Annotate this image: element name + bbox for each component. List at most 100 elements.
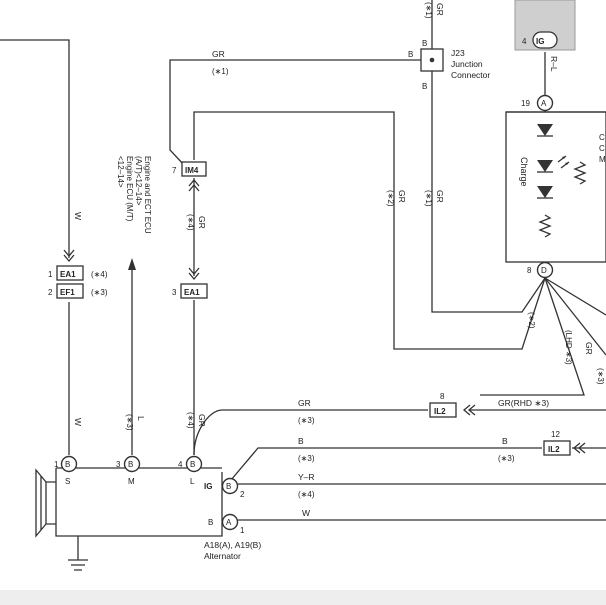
engine-ecu-line3: Engine ECU (M/T) bbox=[125, 156, 134, 222]
alt-pin-l-letter: B bbox=[190, 460, 195, 469]
label-gr-top-vertical: GR bbox=[435, 3, 445, 16]
wire-meter-d-right-1 bbox=[544, 277, 606, 316]
alt-terminal-s: S bbox=[65, 477, 70, 486]
wire-meter-d-right-3 bbox=[544, 277, 606, 356]
ig-connector: IG 4 bbox=[514, 0, 576, 51]
label-gr-s4: GR bbox=[197, 414, 207, 427]
ea1-top-chevron-icon bbox=[63, 249, 75, 263]
note-lhd: (LHD ∗3) bbox=[564, 330, 573, 365]
il2-a-pin: 8 bbox=[440, 392, 445, 401]
meter-pin-bottom-letter: D bbox=[541, 266, 547, 275]
note-s3-b: (∗3) bbox=[298, 454, 315, 463]
il2-connector-a: IL2 8 bbox=[429, 392, 476, 418]
engine-ecu-line2: (A/T)<12–14> bbox=[134, 156, 143, 206]
im4-chevron-icon bbox=[188, 178, 200, 192]
label-gr-top: GR bbox=[212, 49, 225, 59]
label-gr-s2: GR bbox=[397, 190, 407, 203]
label-gr-rhd: GR(RHD ∗3) bbox=[498, 398, 549, 408]
resistor-icon bbox=[538, 214, 552, 238]
label-b-2: B bbox=[502, 436, 508, 446]
engine-ecu-line4: <12–14> bbox=[116, 156, 125, 188]
meter-cut-label-1: C bbox=[599, 133, 605, 142]
note-s2: (∗2) bbox=[386, 190, 395, 207]
junction-connector: B B B J23 Junction Connector bbox=[408, 39, 490, 91]
wires bbox=[0, 0, 606, 571]
il2-b-code: IL2 bbox=[548, 445, 560, 454]
alt-terminal-m: M bbox=[128, 477, 135, 486]
alt-pin-ig-num: 2 bbox=[240, 490, 245, 499]
ef1-code: EF1 bbox=[60, 288, 75, 297]
wire-b-1 bbox=[230, 447, 542, 481]
junction-line1: Junction bbox=[451, 59, 483, 69]
ea1-mid-code: EA1 bbox=[184, 288, 200, 297]
label-gr-s1: GR bbox=[435, 190, 445, 203]
ef1-pin: 2 bbox=[48, 288, 53, 297]
alt-terminal-l: L bbox=[190, 477, 195, 486]
alt-pin-s-letter: B bbox=[65, 460, 70, 469]
wire-gr-s2 bbox=[193, 111, 546, 350]
ea1-mid-connector: EA1 3 bbox=[172, 283, 208, 299]
il2-a-chevron-icon bbox=[462, 404, 476, 416]
il2-b-pin: 12 bbox=[551, 430, 560, 439]
label-w-left-bottom: W bbox=[73, 418, 83, 426]
label-gr-lhd: GR bbox=[584, 342, 594, 355]
note-s4-vert: (∗4) bbox=[186, 214, 195, 231]
meter-pin-bottom: 8 bbox=[527, 266, 532, 275]
combination-meter: A 19 D 8 Charge C C M bbox=[505, 94, 606, 279]
junction-line2: Connector bbox=[451, 70, 490, 80]
ig-code: IG bbox=[536, 37, 544, 46]
label-y-r: Y–R bbox=[298, 472, 315, 482]
label-b-1: B bbox=[298, 436, 304, 446]
label-w-bottom: W bbox=[302, 508, 310, 518]
meter-cut-label-2: C bbox=[599, 144, 605, 153]
alternator-pins: B 1 S B 3 M B 4 L B IG 2 A B 1 A18(A), A… bbox=[54, 455, 261, 561]
alt-pin-s-num: 1 bbox=[54, 460, 59, 469]
junction-code: J23 bbox=[451, 48, 465, 58]
diode-icon-2 bbox=[537, 186, 553, 198]
note-s3-gr: (∗3) bbox=[298, 416, 315, 425]
alt-terminal-ig: IG bbox=[204, 482, 212, 491]
note-s3-ef1: (∗3) bbox=[91, 288, 108, 297]
il2-connector-b: IL2 12 bbox=[543, 430, 586, 456]
label-gr-mid: GR bbox=[298, 398, 311, 408]
arrow-up-icon bbox=[128, 258, 136, 270]
pulley-icon bbox=[35, 468, 56, 538]
alt-pin-l-num: 4 bbox=[178, 460, 183, 469]
im4-code: IM4 bbox=[185, 166, 199, 175]
engine-ecu-reference: Engine and ECT ECU (A/T)<12–14> Engine E… bbox=[116, 156, 152, 270]
note-s4-gr: (∗4) bbox=[186, 412, 195, 429]
wire-gr-top bbox=[169, 59, 432, 166]
alt-connector-codes: A18(A), A19(B) bbox=[204, 540, 261, 550]
engine-ecu-line1: Engine and ECT ECU bbox=[143, 156, 152, 234]
charge-label: Charge bbox=[519, 157, 529, 187]
il2-a-code: IL2 bbox=[434, 407, 446, 416]
meter-cut-label-3: M bbox=[599, 155, 606, 164]
note-s4-ea1: (∗4) bbox=[91, 270, 108, 279]
wire-gr-mid bbox=[193, 409, 428, 456]
alt-pin-ig-letter: B bbox=[226, 482, 231, 491]
ig-pin: 4 bbox=[522, 37, 527, 46]
note-s1-top: (∗1) bbox=[424, 2, 433, 19]
ea1-ef1-connectors: EA1 1 EF1 2 bbox=[48, 249, 84, 299]
ea1-mid-pin: 3 bbox=[172, 288, 177, 297]
note-s3-l: (∗3) bbox=[125, 414, 134, 431]
note-s4-yr: (∗4) bbox=[298, 490, 315, 499]
charge-led-icon bbox=[537, 160, 553, 172]
diode-icon bbox=[537, 124, 553, 136]
label-l: L bbox=[136, 416, 146, 421]
meter-pin-top: 19 bbox=[521, 99, 530, 108]
alt-pin-b-num: 1 bbox=[240, 526, 245, 535]
alt-pin-m-num: 3 bbox=[116, 460, 121, 469]
ea1-top-code: EA1 bbox=[60, 270, 76, 279]
bottom-strip bbox=[0, 590, 606, 605]
ea1-top-pin: 1 bbox=[48, 270, 53, 279]
note-s3-b-right: (∗3) bbox=[498, 454, 515, 463]
wire-meter-d-right-2 bbox=[480, 277, 585, 396]
junction-pin-bottom: B bbox=[422, 82, 427, 91]
alt-pin-b-letter: A bbox=[226, 518, 232, 527]
il2-b-chevron-icon bbox=[572, 442, 586, 454]
wire-labels: W W GR (∗1) GR (∗1) GR (∗1) GR (∗2) GR (… bbox=[73, 2, 605, 518]
wire-ground bbox=[68, 536, 88, 571]
label-w-left: W bbox=[73, 212, 83, 220]
